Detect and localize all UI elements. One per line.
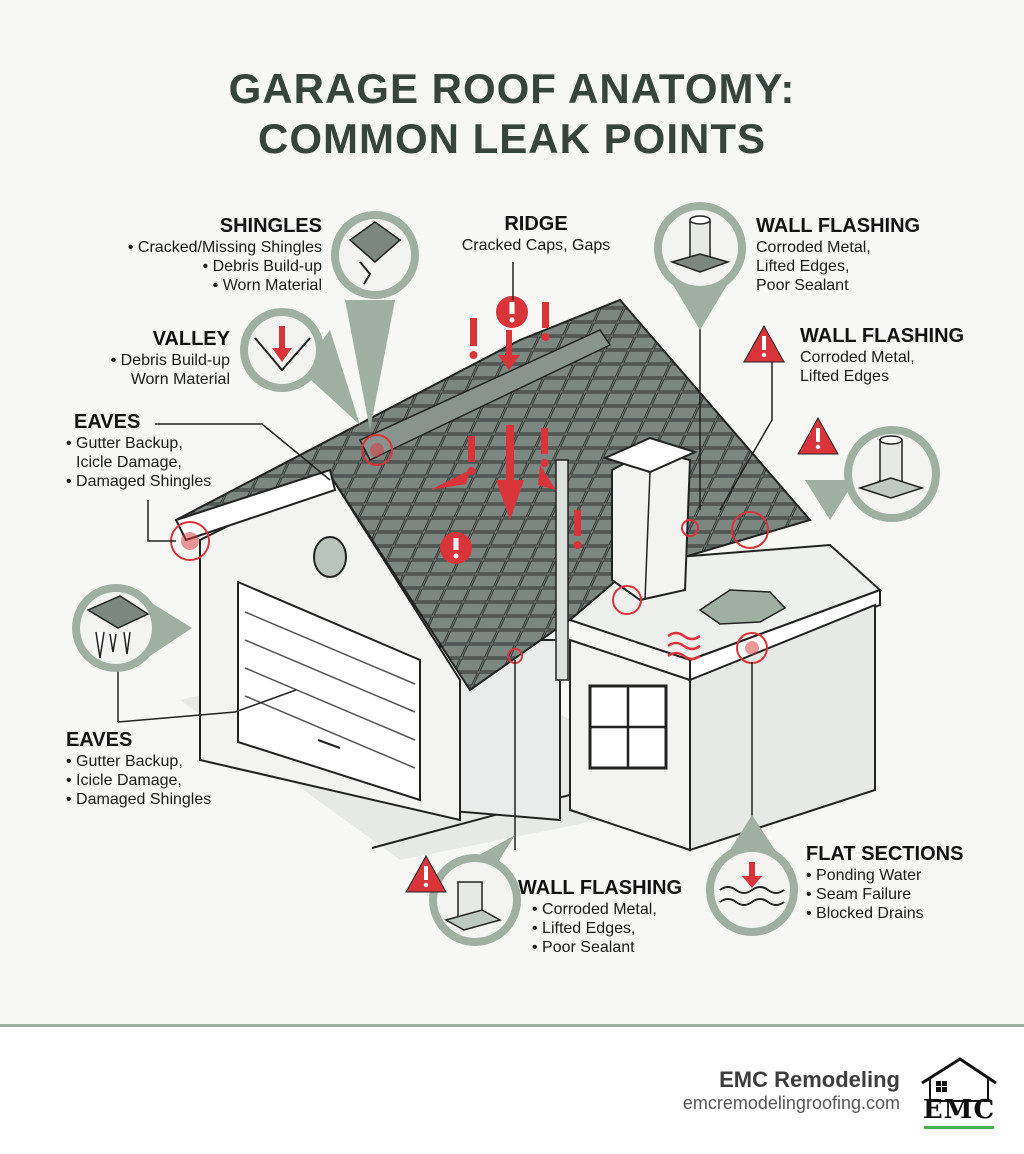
garage-door-handle (317, 739, 341, 749)
callout-valley-heading: VALLEY (152, 328, 230, 350)
company-url[interactable]: emcremodelingroofing.com (682, 1093, 900, 1113)
callout-wall-flashing-bottom-heading: WALL FLASHING (518, 877, 683, 899)
flat-roof-fascia (689, 588, 881, 682)
roof-diagram (72, 202, 940, 946)
callout-wall-flashing-top-item-3: Poor Sealant (756, 277, 849, 294)
wall-flashing-strip (555, 459, 569, 681)
footer-divider (0, 1024, 1024, 1027)
main-roof (175, 298, 812, 692)
shingles-detail-balloon (331, 211, 419, 430)
callout-wall-flashing-bottom-item-1: • Corroded Metal, (532, 901, 657, 918)
roof-fascia (174, 468, 337, 542)
callout-wall-flashing-top: WALL FLASHING Corroded Metal, Lifted Edg… (756, 214, 956, 295)
callout-flat-sections: FLAT SECTIONS • Ponding Water • Seam Fai… (806, 842, 1006, 923)
callout-ridge: RIDGE Cracked Caps, Gaps (446, 212, 626, 255)
footer: EMC Remodeling emcremodelingroofing.com … (0, 1027, 1024, 1154)
house-logo-icon: EMC (918, 1055, 1000, 1129)
callout-eaves-top-item-3: • Damaged Shingles (66, 473, 212, 490)
callout-valley: VALLEY • Debris Build-up Worn Material (70, 327, 230, 389)
callout-wall-flashing-mid: WALL FLASHING Corroded Metal, Lifted Edg… (800, 324, 1000, 386)
callout-wall-flashing-mid-heading: WALL FLASHING (800, 325, 965, 347)
callout-valley-item-2: Worn Material (130, 371, 230, 388)
wall-flashing-mid-balloon (805, 426, 940, 522)
callout-wall-flashing-top-item-2: Lifted Edges, (756, 258, 850, 275)
title-line-2: COMMON LEAK POINTS (258, 115, 766, 162)
callout-ridge-item-1: Cracked Caps, Gaps (461, 237, 611, 254)
callout-flat-sections-item-1: • Ponding Water (806, 867, 922, 884)
callout-eaves-bottom: EAVES • Gutter Backup, • Icicle Damage, … (66, 728, 266, 809)
ridge-caps (358, 329, 612, 461)
warning-triangle-icon-mid (743, 324, 785, 363)
callout-wall-flashing-mid-item-1: Corroded Metal, (800, 349, 915, 366)
logo-underline (924, 1126, 994, 1129)
valley-detail-balloon (240, 308, 360, 425)
callout-shingles-heading: SHINGLES (219, 215, 322, 237)
callout-wall-flashing-top-item-1: Corroded Metal, (756, 239, 871, 256)
exclamation-circle-icon-ridge (496, 296, 528, 328)
callout-valley-item-1: • Debris Build-up (110, 352, 230, 369)
callout-eaves-bottom-heading: EAVES (66, 729, 133, 751)
callout-wall-flashing-mid-item-2: Lifted Edges (800, 368, 889, 385)
callout-eaves-bottom-item-3: • Damaged Shingles (66, 791, 212, 808)
callout-eaves-top-item-2: Icicle Damage, (76, 454, 182, 471)
callout-wall-flashing-top-heading: WALL FLASHING (756, 215, 921, 237)
callout-flat-sections-item-3: • Blocked Drains (806, 905, 924, 922)
chimney-top (602, 436, 698, 474)
callout-eaves-bottom-item-1: • Gutter Backup, (66, 753, 183, 770)
logo-text: EMC (922, 1095, 996, 1125)
company-name: EMC Remodeling (719, 1067, 900, 1092)
callout-eaves-top-item-1: • Gutter Backup, (66, 435, 183, 452)
callout-eaves-bottom-item-2: • Icicle Damage, (66, 772, 182, 789)
wall-flashing-bottom-balloon (429, 835, 521, 946)
warning-triangle-icon-right (797, 416, 839, 455)
callout-flat-sections-heading: FLAT SECTIONS (806, 843, 964, 865)
garage-door (237, 580, 421, 802)
callout-shingles-item-1: • Cracked/Missing Shingles (127, 239, 322, 256)
annex-side-wall (689, 603, 876, 852)
warning-triangle-icon-bottom (405, 854, 447, 893)
callout-eaves-top: EAVES • Gutter Backup, Icicle Damage, • … (66, 410, 246, 491)
callout-wall-flashing-bottom-item-3: • Poor Sealant (532, 939, 635, 956)
ponding-water (698, 589, 787, 625)
callout-shingles: SHINGLES • Cracked/Missing Shingles • De… (80, 214, 322, 295)
callout-eaves-top-heading: EAVES (74, 411, 141, 433)
callout-wall-flashing-bottom: WALL FLASHING • Corroded Metal, • Lifted… (518, 876, 718, 957)
exclamation-circle-icon-shingle (440, 532, 472, 564)
callout-shingles-item-3: • Worn Material (212, 277, 322, 294)
callout-flat-sections-item-2: • Seam Failure (806, 886, 912, 903)
callout-ridge-heading: RIDGE (504, 213, 568, 235)
callout-shingles-item-2: • Debris Build-up (202, 258, 322, 275)
callout-wall-flashing-bottom-item-2: • Lifted Edges, (532, 920, 636, 937)
title-line-1: GARAGE ROOF ANATOMY: (228, 65, 796, 112)
flat-sections-balloon (706, 815, 798, 936)
page-title: GARAGE ROOF ANATOMY: COMMON LEAK POINTS (0, 64, 1024, 164)
wall-flashing-top-balloon (654, 202, 746, 330)
eaves-detail-balloon (72, 584, 192, 672)
gable-vent (313, 536, 347, 578)
